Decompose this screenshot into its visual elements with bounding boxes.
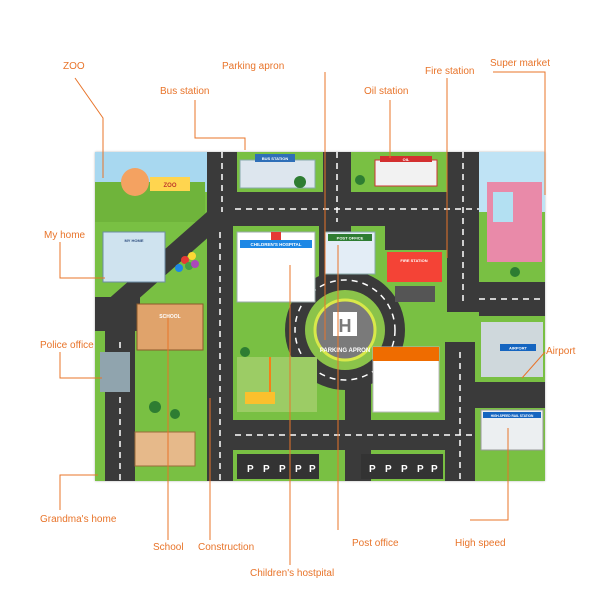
city-play-mat: H PARKING APRON BUS STATION OIL ZOO MY H… xyxy=(95,152,545,481)
high-speed-rail-sign-text: HIGH-SPEED RAIL STATION xyxy=(491,414,534,418)
label-school: School xyxy=(153,542,184,553)
zoo-gate xyxy=(150,177,190,191)
svg-text:P: P xyxy=(279,464,286,475)
callout-super-market xyxy=(493,71,546,195)
post-office-sign xyxy=(328,234,372,241)
fire-station-parking xyxy=(395,286,435,302)
label-childrens-hospital: Children's hostpital xyxy=(250,568,335,579)
callout-police-office xyxy=(59,352,102,379)
trees xyxy=(149,175,520,419)
svg-text:P: P xyxy=(295,464,302,475)
parking-lot-right: P P P P P xyxy=(361,454,443,479)
zoo-animal-lion xyxy=(121,168,149,196)
svg-text:P: P xyxy=(431,464,438,475)
fire-station-sign-text: FIRE STATION xyxy=(400,258,427,263)
label-police-office: Police office xyxy=(40,340,94,351)
oil-station-building xyxy=(374,159,438,187)
label-super-market: Super market xyxy=(490,58,551,69)
grandmas-home-building xyxy=(134,431,196,467)
callout-zoo xyxy=(74,77,104,178)
callout-grandmas-home xyxy=(59,474,98,510)
school-building xyxy=(136,303,204,351)
airport-sign xyxy=(500,344,536,351)
my-home-sign-text: MY HOME xyxy=(124,238,143,243)
callout-airport xyxy=(521,351,546,379)
post-office-sign-text: POST OFFICE xyxy=(337,236,364,241)
svg-text:P: P xyxy=(263,464,270,475)
oil-station-roof xyxy=(380,156,432,162)
helipad-letter: H xyxy=(339,316,352,336)
orange-store-roof xyxy=(373,347,439,361)
helipad-text: PARKING APRON xyxy=(320,348,370,354)
parking-lot-left: P P P P P xyxy=(237,454,319,479)
fire-station-building xyxy=(387,252,442,282)
childrens-hospital-sign-text: CHILDREN'S HOSPITAL xyxy=(251,242,302,247)
balloons xyxy=(175,252,199,272)
oil-station-sign-text: OIL xyxy=(403,157,410,162)
lane-markings xyxy=(119,152,545,481)
label-high-speed: High speed xyxy=(455,538,506,549)
label-bus-station: Bus station xyxy=(160,86,210,97)
svg-text:P: P xyxy=(247,464,254,475)
my-home-building xyxy=(102,231,166,283)
childrens-hospital-sign xyxy=(240,240,312,248)
svg-text:P: P xyxy=(417,464,424,475)
airport-sign-text: AIRPORT xyxy=(509,346,528,351)
police-office-building xyxy=(100,352,130,392)
zoo-sign-text: ZOO xyxy=(164,183,177,189)
mat-illustration: H PARKING APRON BUS STATION OIL ZOO MY H… xyxy=(95,152,545,481)
label-post-office: Post office xyxy=(352,538,399,549)
label-my-home: My home xyxy=(44,230,86,241)
label-airport: Airport xyxy=(546,346,576,357)
super-market-window xyxy=(493,192,513,222)
school-sign-text: SCHOOL xyxy=(159,314,180,320)
label-fire-station: Fire station xyxy=(425,66,475,77)
svg-text:P: P xyxy=(369,464,376,475)
bus-station-sign xyxy=(255,154,295,162)
label-parking-apron: Parking apron xyxy=(222,61,285,72)
label-construction: Construction xyxy=(198,542,255,553)
callout-high-speed xyxy=(470,428,509,521)
callout-bus-station xyxy=(194,100,246,150)
svg-text:P: P xyxy=(309,464,316,475)
label-grandmas-home: Grandma's home xyxy=(40,514,117,525)
high-speed-rail-sign xyxy=(483,412,541,418)
helipad-h-box xyxy=(333,312,357,336)
hospital-cross xyxy=(271,232,281,240)
label-oil-station: Oil station xyxy=(364,86,409,97)
callout-my-home xyxy=(59,242,105,279)
construction-barrier xyxy=(245,392,275,404)
svg-text:P: P xyxy=(401,464,408,475)
bus-station-sign-text: BUS STATION xyxy=(262,156,289,161)
svg-text:P: P xyxy=(385,464,392,475)
label-zoo: ZOO xyxy=(63,61,85,72)
